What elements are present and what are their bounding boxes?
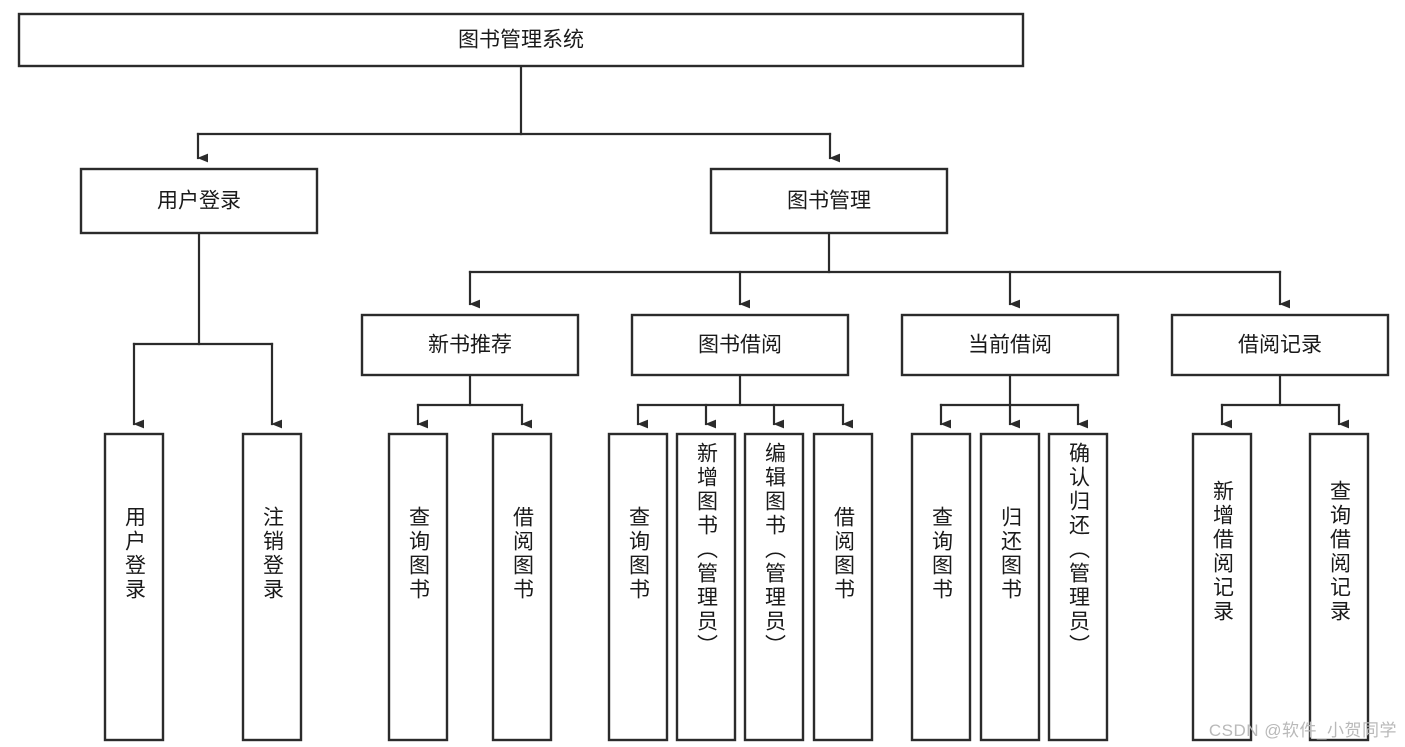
node-borrow-record-label: 借阅记录 bbox=[1238, 334, 1322, 357]
leaf-box-edit-book[interactable] bbox=[743, 432, 805, 742]
node-book-borrow[interactable]: 图书借阅 bbox=[630, 313, 850, 377]
leaf-box-logout-login[interactable] bbox=[241, 432, 303, 742]
leaf-box-add-record[interactable] bbox=[1191, 432, 1253, 742]
leaf-box-borrow-book-2[interactable] bbox=[812, 432, 874, 742]
node-borrow-record[interactable]: 借阅记录 bbox=[1170, 313, 1390, 377]
node-root[interactable]: 图书管理系统 bbox=[17, 12, 1025, 68]
leaf-box-return-book[interactable] bbox=[979, 432, 1041, 742]
leaf-box-user-login[interactable] bbox=[103, 432, 165, 742]
node-new-book-rec-label: 新书推荐 bbox=[428, 334, 512, 357]
leaf-box-query-record[interactable] bbox=[1308, 432, 1370, 742]
leaf-box-confirm-return[interactable] bbox=[1047, 432, 1109, 742]
watermark-text: CSDN @软件_小贺同学 bbox=[1208, 721, 1397, 740]
connector-root-to-level2 bbox=[196, 64, 841, 163]
connector-borrowrecord-to-leaves bbox=[1220, 373, 1350, 429]
node-current-borrow[interactable]: 当前借阅 bbox=[900, 313, 1120, 377]
node-current-borrow-label: 当前借阅 bbox=[968, 334, 1052, 357]
connector-userlogin-to-leaves bbox=[132, 231, 283, 429]
leaf-box-query-book-2[interactable] bbox=[607, 432, 669, 742]
node-user-login-label: 用户登录 bbox=[157, 190, 241, 213]
leaf-box-query-book-1[interactable] bbox=[387, 432, 449, 742]
node-user-login[interactable]: 用户登录 bbox=[79, 167, 319, 235]
node-root-label: 图书管理系统 bbox=[458, 29, 584, 52]
node-book-manage-label: 图书管理 bbox=[787, 190, 871, 213]
connector-newbook-to-leaves bbox=[416, 373, 533, 429]
connector-bookmanage-to-level3 bbox=[468, 231, 1291, 309]
leaf-boxes bbox=[103, 432, 1370, 742]
connector-bookborrow-to-leaves bbox=[636, 373, 854, 429]
node-book-manage[interactable]: 图书管理 bbox=[709, 167, 949, 235]
leaf-box-borrow-book-1[interactable] bbox=[491, 432, 553, 742]
connector-currentborrow-to-leaves bbox=[939, 373, 1089, 429]
leaf-box-query-book-3[interactable] bbox=[910, 432, 972, 742]
node-new-book-rec[interactable]: 新书推荐 bbox=[360, 313, 580, 377]
node-book-borrow-label: 图书借阅 bbox=[698, 334, 782, 357]
leaf-box-add-book[interactable] bbox=[675, 432, 737, 742]
